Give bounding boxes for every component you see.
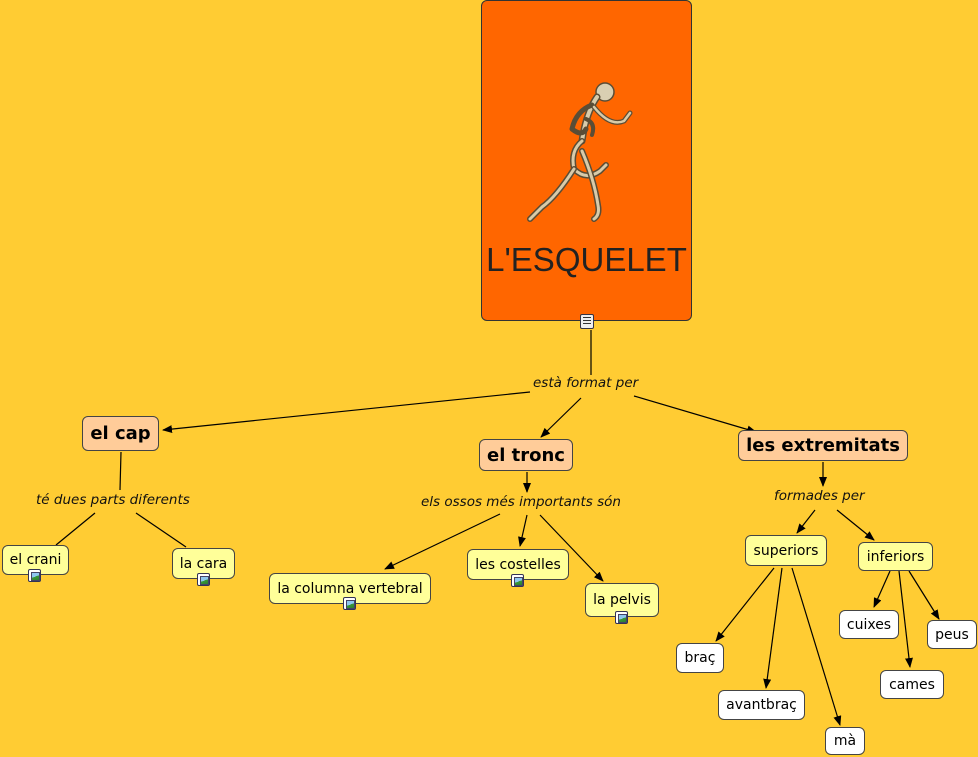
root-concept-box[interactable]: L'ESQUELET	[481, 0, 692, 321]
link-label-esta-format-per: està format per	[530, 375, 641, 391]
node-superiors[interactable]: superiors	[745, 535, 827, 566]
document-icon[interactable]	[580, 314, 594, 329]
pelvis-image-icon[interactable]	[615, 611, 628, 624]
skeleton-illustration	[482, 1, 693, 241]
node-cuixes[interactable]: cuixes	[839, 610, 899, 639]
arrow-to-cuixes	[874, 571, 890, 607]
arrow-to-cap	[163, 392, 530, 430]
line-label-crani	[56, 513, 95, 545]
root-title: L'ESQUELET	[482, 241, 691, 279]
arrow-to-inferiors	[837, 510, 874, 540]
node-brac[interactable]: braç	[676, 643, 724, 673]
node-el-tronc[interactable]: el tronc	[479, 439, 573, 471]
crani-image-icon[interactable]	[28, 569, 41, 582]
arrow-to-tronc	[541, 398, 581, 437]
link-label-te-dues-parts: té dues parts diferents	[33, 492, 193, 508]
link-label-ossos-importants: els ossos més importants són	[418, 494, 624, 510]
costelles-image-icon[interactable]	[511, 574, 524, 587]
arrow-to-peus	[909, 571, 939, 619]
node-ma[interactable]: mà	[825, 727, 865, 755]
arrow-to-brac	[716, 568, 774, 641]
node-cames[interactable]: cames	[880, 670, 944, 699]
cara-image-icon[interactable]	[197, 573, 210, 586]
node-el-cap[interactable]: el cap	[82, 416, 159, 451]
arrow-to-superiors	[797, 510, 815, 533]
arrow-to-avantbrac	[766, 568, 782, 688]
arrow-to-cames	[899, 571, 910, 667]
node-les-extremitats[interactable]: les extremitats	[738, 430, 908, 461]
arrow-to-extremitats	[634, 396, 756, 432]
columna-image-icon[interactable]	[343, 597, 356, 610]
line-label-cara	[136, 513, 186, 547]
node-inferiors[interactable]: inferiors	[858, 542, 933, 571]
node-peus[interactable]: peus	[927, 620, 977, 649]
link-label-formades-per: formades per	[771, 488, 868, 504]
node-avantbrac[interactable]: avantbraç	[718, 690, 805, 720]
arrow-to-costelles	[520, 515, 527, 546]
line-cap-label	[120, 452, 121, 490]
